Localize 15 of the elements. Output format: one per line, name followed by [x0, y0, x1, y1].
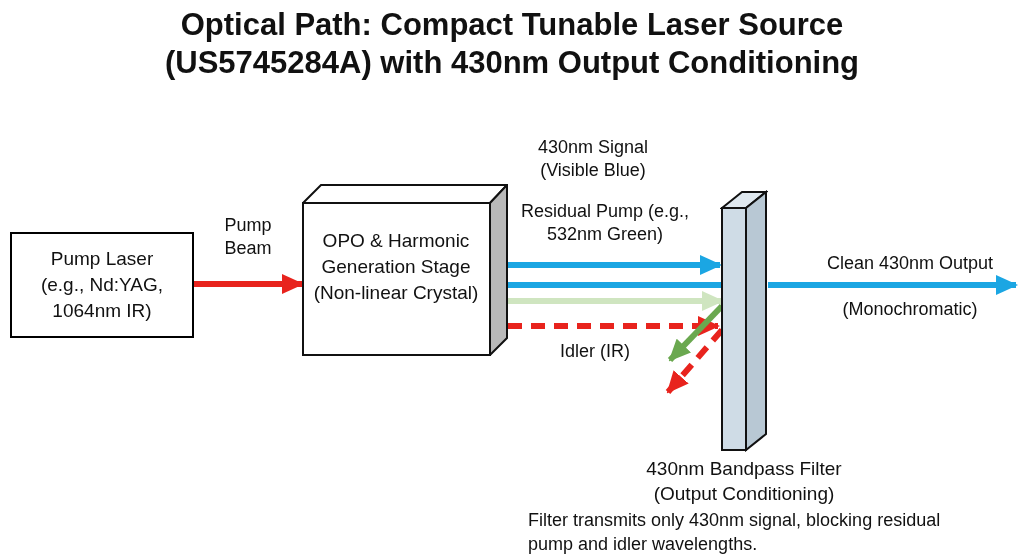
- dashed-beam-arrow: [508, 316, 720, 336]
- edge-label: Clean 430nm Output: [825, 252, 995, 275]
- title: Optical Path: Compact Tunable Laser Source (US5745284A) with 430nm Output Conditioning: [163, 6, 861, 82]
- note-text: Filter transmits only 430nm signal, blocking residual pump and idler wavelengths.: [528, 509, 942, 556]
- process-box: [10, 232, 194, 338]
- beam-arrow: [768, 275, 1018, 295]
- node-label: OPO & Harmonic Generation Stage (Non-linear Crystal): [312, 229, 480, 305]
- node-label: Pump Laser (e.g., Nd:YAG, 1064nm IR): [39, 247, 165, 323]
- beam-arrow: [194, 274, 304, 294]
- filter-caption: 430nm Bandpass Filter (Output Conditioning): [645, 457, 843, 506]
- beam-note: (Monochromatic): [841, 298, 979, 321]
- edge-label: Pump Beam: [223, 214, 273, 260]
- beam-arrow: [508, 255, 722, 275]
- edge-label: Idler (IR): [559, 340, 631, 363]
- edge-label: 430nm Signal (Visible Blue): [536, 136, 650, 182]
